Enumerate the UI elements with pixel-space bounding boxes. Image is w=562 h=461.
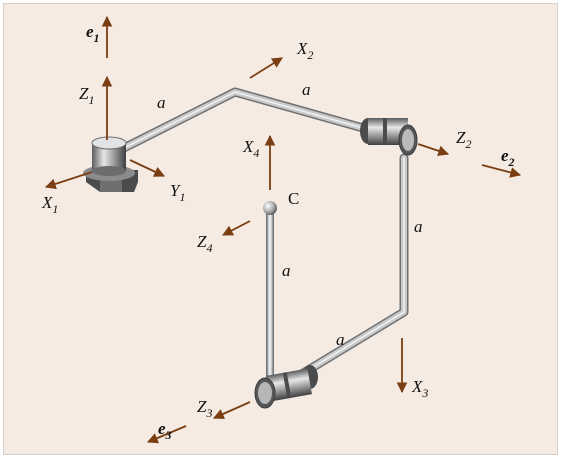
label-x2: X2: [296, 39, 313, 62]
e3-arrow: [147, 425, 187, 444]
label-x1: X1: [41, 193, 58, 216]
label-link-a-3: a: [414, 217, 423, 236]
label-e1: e1: [86, 22, 100, 45]
z2-arrow: [417, 143, 450, 157]
z3-arrow: [213, 401, 251, 419]
label-link-a-1: a: [157, 93, 166, 112]
joint-1: [83, 136, 138, 192]
label-point-c: C: [288, 189, 299, 208]
axis-arrows: [44, 15, 522, 444]
label-y1: Y1: [170, 181, 185, 204]
z4-arrow: [222, 220, 251, 236]
joint-3: [254, 365, 318, 409]
label-link-a-2: a: [302, 80, 311, 99]
end-effector-ball: [263, 201, 277, 215]
x2-arrow: [249, 57, 283, 79]
label-z2: Z2: [456, 128, 471, 151]
x1-arrow: [44, 171, 93, 190]
e2-arrow: [481, 164, 522, 178]
label-z3: Z3: [197, 397, 212, 420]
label-link-a-5: a: [282, 261, 291, 280]
joint-2: [360, 118, 418, 156]
label-link-a-4: a: [336, 330, 345, 349]
label-z1: Z1: [79, 84, 94, 107]
label-x4: X4: [242, 137, 259, 160]
y1-arrow: [129, 159, 165, 177]
label-e2: e2: [501, 146, 515, 169]
label-z4: Z4: [197, 232, 212, 255]
label-x3: X3: [411, 377, 428, 400]
link-rods: [115, 87, 409, 382]
label-e3: e3: [158, 419, 172, 442]
